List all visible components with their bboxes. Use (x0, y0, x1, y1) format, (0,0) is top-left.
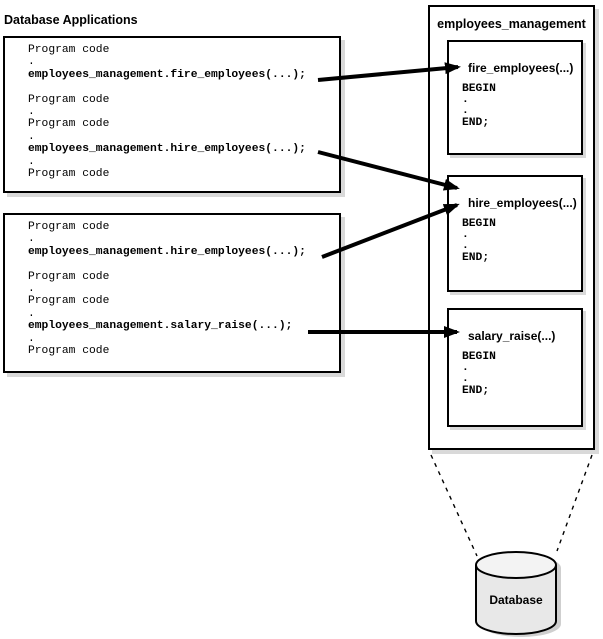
application-box-2: Program code.employees_management.hire_e… (3, 213, 341, 373)
procedure-body-fire-employees: BEGIN..END; (462, 83, 496, 129)
dashed-funnel-line-left (430, 454, 478, 557)
procedure-body-hire-employees: BEGIN..END; (462, 218, 496, 264)
procedure-name-hire-employees: hire_employees(...) (468, 196, 577, 210)
dashed-funnel-line-right (556, 454, 593, 552)
procedure-body-salary-raise: BEGIN..END; (462, 351, 496, 397)
procedure-name-fire-employees: fire_employees(...) (468, 61, 574, 75)
procedure-box-salary-raise: salary_raise(...) BEGIN..END; (447, 308, 583, 427)
package-title: employees_management (437, 17, 586, 31)
database-cylinder-top (475, 551, 557, 579)
procedure-box-fire-employees: fire_employees(...) BEGIN..END; (447, 40, 583, 155)
program-code-block-1: Program code.employees_management.fire_e… (28, 44, 306, 181)
program-code-block-2: Program code.employees_management.hire_e… (28, 221, 306, 358)
database-applications-label: Database Applications (4, 13, 138, 27)
application-box-1: Program code.employees_management.fire_e… (3, 36, 341, 193)
procedure-box-hire-employees: hire_employees(...) BEGIN..END; (447, 175, 583, 292)
procedure-name-salary-raise: salary_raise(...) (468, 329, 556, 343)
database-label: Database (489, 593, 543, 607)
